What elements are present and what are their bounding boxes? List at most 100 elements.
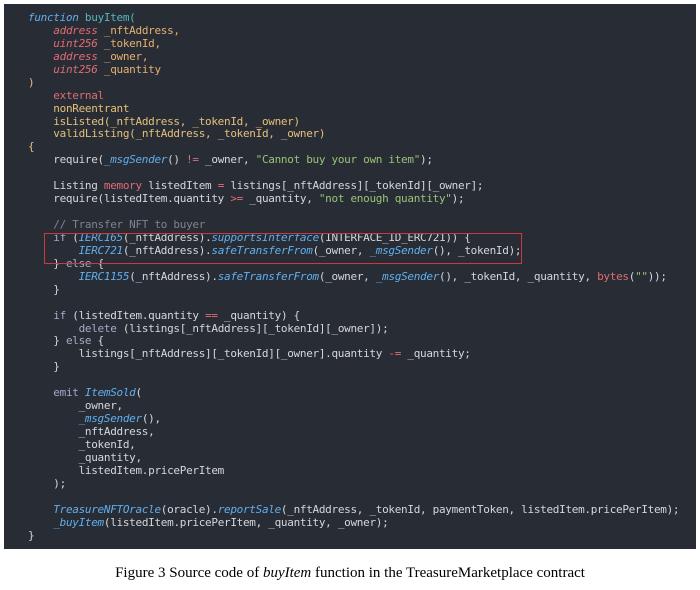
code-token: (), _tokenId, _quantity, [439, 269, 598, 283]
code-line: _quantity, [28, 451, 679, 465]
code-token: _nftAddress, [97, 23, 180, 37]
code-token: -= [388, 347, 402, 361]
code-token: Listing [28, 179, 104, 193]
code-line: address _nftAddress, [28, 23, 679, 38]
code-token: external [53, 88, 104, 102]
code-token: (INTERFACE_ID_ERC721)) { [318, 230, 471, 244]
code-token: TreasureNFTOracle [53, 502, 161, 516]
code-block: function buyItem( address _nftAddress, u… [4, 4, 696, 549]
code-token: nonReentrant [53, 101, 130, 115]
code-token: } [28, 360, 60, 374]
code-token: ( [65, 230, 79, 244]
code-token: safeTransferFrom [211, 243, 313, 257]
code-line: _owner, [28, 399, 679, 413]
code-line: IERC721(_nftAddress).safeTransferFrom(_o… [28, 243, 679, 258]
code-token: ) [28, 75, 35, 89]
code-token: address [53, 49, 98, 63]
code-line: _nftAddress, [28, 425, 679, 439]
code-token: _tokenId, [28, 437, 136, 451]
code-token: bytes [597, 269, 629, 283]
code-token: (oracle). [160, 502, 218, 516]
code-token: uint256 [53, 36, 98, 50]
code-token: } [28, 282, 60, 296]
code-token: _msgSender [103, 153, 168, 167]
figure-caption: Figure 3 Source code of buyItem function… [0, 565, 700, 582]
code-token: _buyItem [53, 515, 104, 529]
code-token [28, 322, 79, 335]
code-token: (listedItem.pricePerItem, _quantity, _ow… [103, 515, 389, 529]
code-token: _tokenId, [97, 36, 161, 50]
code-line: listings[_nftAddress][_tokenId][_owner].… [28, 347, 679, 361]
code-line: _msgSender(), [28, 412, 679, 426]
code-token: memory [103, 179, 142, 193]
code-token: (_nftAddress, _tokenId, paymentToken, li… [280, 502, 680, 516]
code-token: address [53, 23, 98, 37]
code-token: (_owner, [318, 269, 376, 283]
code-token [28, 386, 53, 399]
code-token: _msgSender [78, 412, 143, 426]
code-line: isListed(_nftAddress, _tokenId, _owner) [28, 114, 679, 129]
code-token: require(listedItem.quantity [28, 192, 231, 206]
code-token: (_owner, [312, 243, 370, 257]
caption-suffix: function in the TreasureMarketplace cont… [311, 565, 585, 581]
code-token: listedItem.pricePerItem [28, 463, 225, 477]
code-token: "not enough quantity" [318, 192, 452, 206]
code-token: (listings[_nftAddress][_tokenId][_owner]… [116, 321, 389, 335]
code-token: else [65, 334, 92, 348]
code-token: listings[_nftAddress][_tokenId][_owner].… [28, 347, 389, 361]
code-line: { [28, 140, 679, 154]
code-token: emit [53, 386, 79, 400]
code-token: function [28, 11, 79, 24]
code-token [28, 503, 53, 516]
code-token: buyItem( [84, 11, 136, 24]
code-token: _msgSender [375, 269, 440, 283]
code-token: "" [635, 269, 648, 283]
code-token: (_nftAddress). [122, 230, 212, 244]
code-token [28, 89, 53, 102]
code-token: != [186, 153, 199, 167]
code-line: require(_msgSender() != _owner, "Cannot … [28, 153, 679, 167]
code-token: >= [230, 192, 243, 206]
code-token: delete [78, 321, 117, 335]
code-token: { [28, 140, 35, 154]
code-token: _msgSender [369, 243, 433, 257]
code-line: nonReentrant [28, 101, 679, 116]
code-line: if (listedItem.quantity == _quantity) { [28, 308, 679, 323]
code-token: (_nftAddress). [129, 269, 218, 283]
code-token: ); [451, 192, 465, 206]
code-line: ) [28, 75, 679, 90]
code-token [28, 127, 53, 140]
code-line: delete (listings[_nftAddress][_tokenId][… [28, 321, 679, 336]
code-token: "Cannot buy your own item" [255, 153, 421, 167]
code-line: } [28, 282, 679, 297]
code-line: listedItem.pricePerItem [28, 463, 679, 478]
code-token: listings[_nftAddress][_tokenId][_owner]; [224, 179, 484, 193]
code-token: == [205, 308, 218, 322]
highlight-box [44, 233, 522, 264]
code-token: safeTransferFrom [217, 269, 319, 283]
code-token [28, 309, 53, 322]
code-token: if [53, 308, 66, 322]
code-token: (_nftAddress). [122, 243, 212, 257]
code-token: ItemSold [84, 386, 136, 400]
code-line: uint256 _quantity [28, 62, 679, 77]
code-token: supportsInterface [211, 230, 319, 244]
code-token: { [91, 334, 105, 348]
code-token [28, 63, 53, 76]
code-line: IERC1155(_nftAddress).safeTransferFrom(_… [28, 269, 679, 284]
code-token: _quantity; [401, 347, 471, 361]
code-token: ); [420, 153, 433, 167]
code-token: (listedItem.quantity [65, 308, 206, 322]
code-token: _owner, [97, 49, 149, 63]
caption-function-name: buyItem [262, 565, 312, 581]
caption-prefix: Figure 3 Source code of [115, 565, 263, 581]
code-line: Listing memory listedItem = listings[_nf… [28, 179, 679, 193]
code-token: isListed(_nftAddress, _tokenId, _owner) [53, 114, 300, 128]
code-line: ); [28, 477, 679, 491]
code-line: external [28, 88, 679, 103]
code-token [28, 24, 53, 37]
code-token: _quantity [97, 62, 161, 76]
code-token: reportSale [217, 502, 282, 516]
code-token: = [217, 179, 225, 193]
code-token [28, 516, 53, 529]
